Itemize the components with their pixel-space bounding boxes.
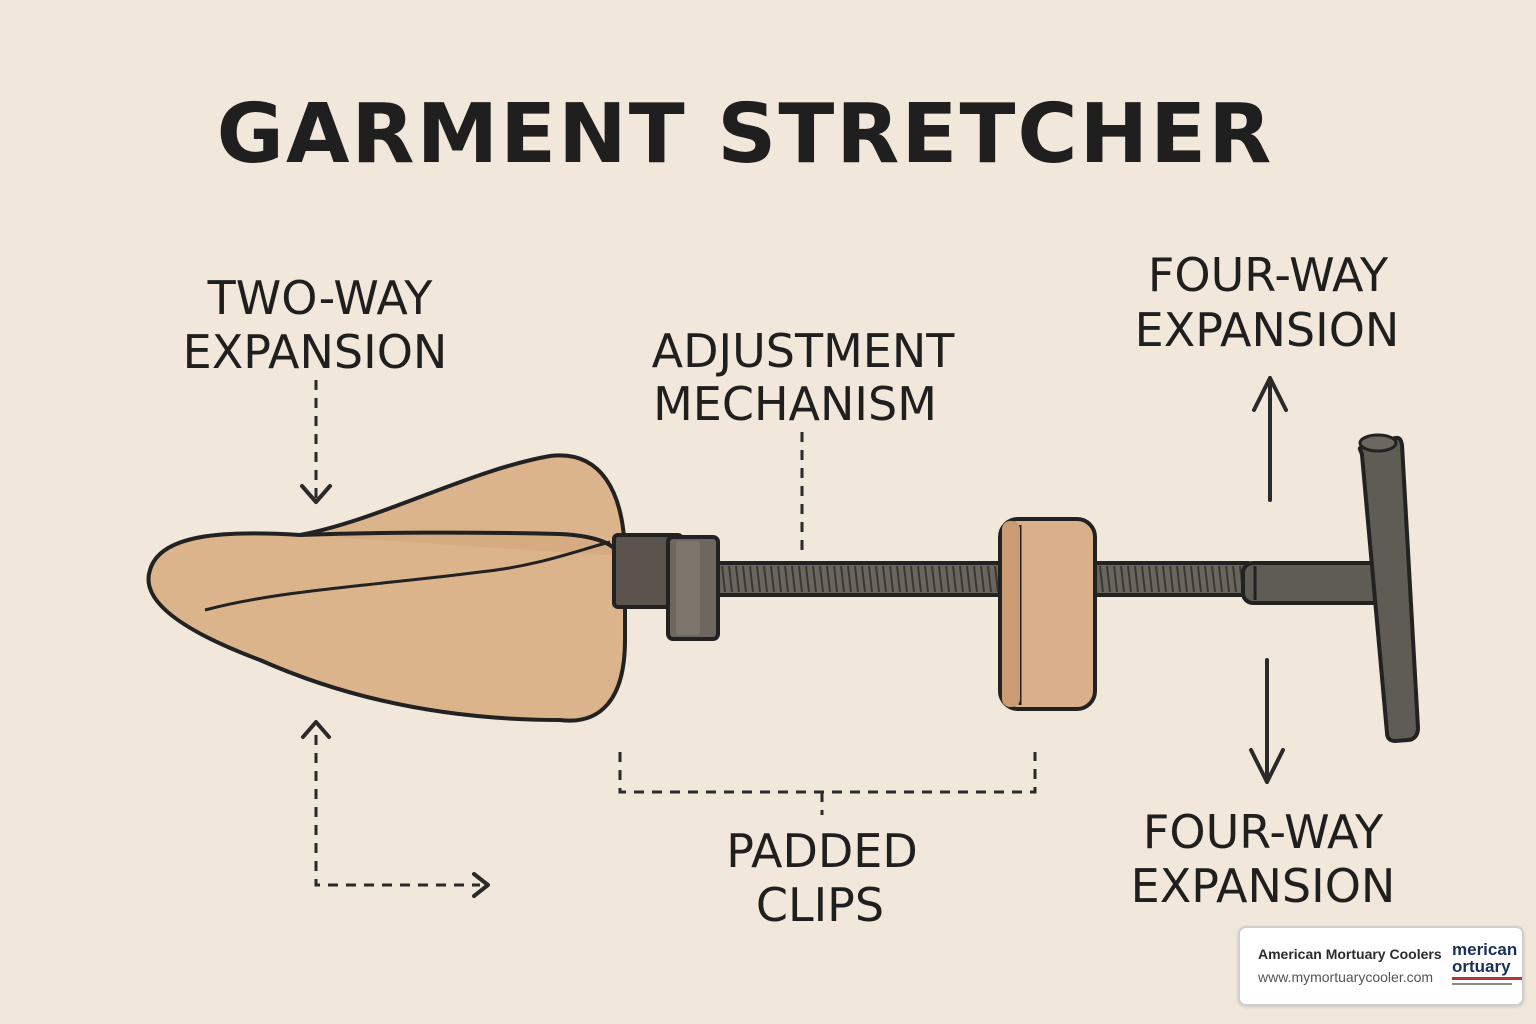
padded-clip — [998, 517, 1097, 711]
label-two-way-line1: TWO-WAY — [207, 271, 434, 325]
badge-url: www.mymortuarycooler.com — [1258, 969, 1434, 985]
padded-clips-bracket — [618, 752, 1037, 794]
label-adjust-line2: MECHANISM — [653, 377, 937, 431]
label-four-way-top-line1: FOUR-WAY — [1148, 248, 1389, 302]
arrow-up-icon — [301, 720, 331, 739]
label-two-way-line2: EXPANSION — [183, 325, 448, 379]
label-adjust-line1: ADJUSTMENT — [652, 324, 956, 378]
logo-underline — [1452, 983, 1512, 985]
diagram-title: GARMENT STRETCHER — [217, 87, 1274, 182]
watermark-badge: American Mortuary Coolers www.mymortuary… — [1238, 926, 1524, 1006]
label-four-way-top-line2: EXPANSION — [1135, 303, 1400, 357]
label-padded-line1: PADDED — [726, 824, 918, 878]
arrow-up-icon — [1252, 376, 1288, 412]
label-four-way-bottom-line1: FOUR-WAY — [1143, 805, 1384, 859]
badge-company-name: American Mortuary Coolers — [1258, 946, 1442, 962]
label-four-way-bottom-line2: EXPANSION — [1131, 859, 1396, 913]
arrow-down-icon — [1249, 748, 1285, 784]
t-handle — [1241, 433, 1420, 743]
front-coupling — [612, 533, 720, 641]
label-padded-line2: CLIPS — [756, 878, 884, 932]
company-logo: merican ortuary — [1452, 940, 1522, 994]
stretcher-body — [146, 453, 627, 723]
logo-text-line1: merican — [1452, 940, 1518, 959]
lower-left-leader-line — [314, 735, 480, 887]
threaded-rod — [710, 561, 1254, 597]
arrow-down-icon — [300, 484, 332, 504]
logo-stripe — [1452, 977, 1522, 980]
arrow-right-icon — [472, 872, 490, 898]
logo-text-line2: ortuary — [1452, 957, 1511, 976]
